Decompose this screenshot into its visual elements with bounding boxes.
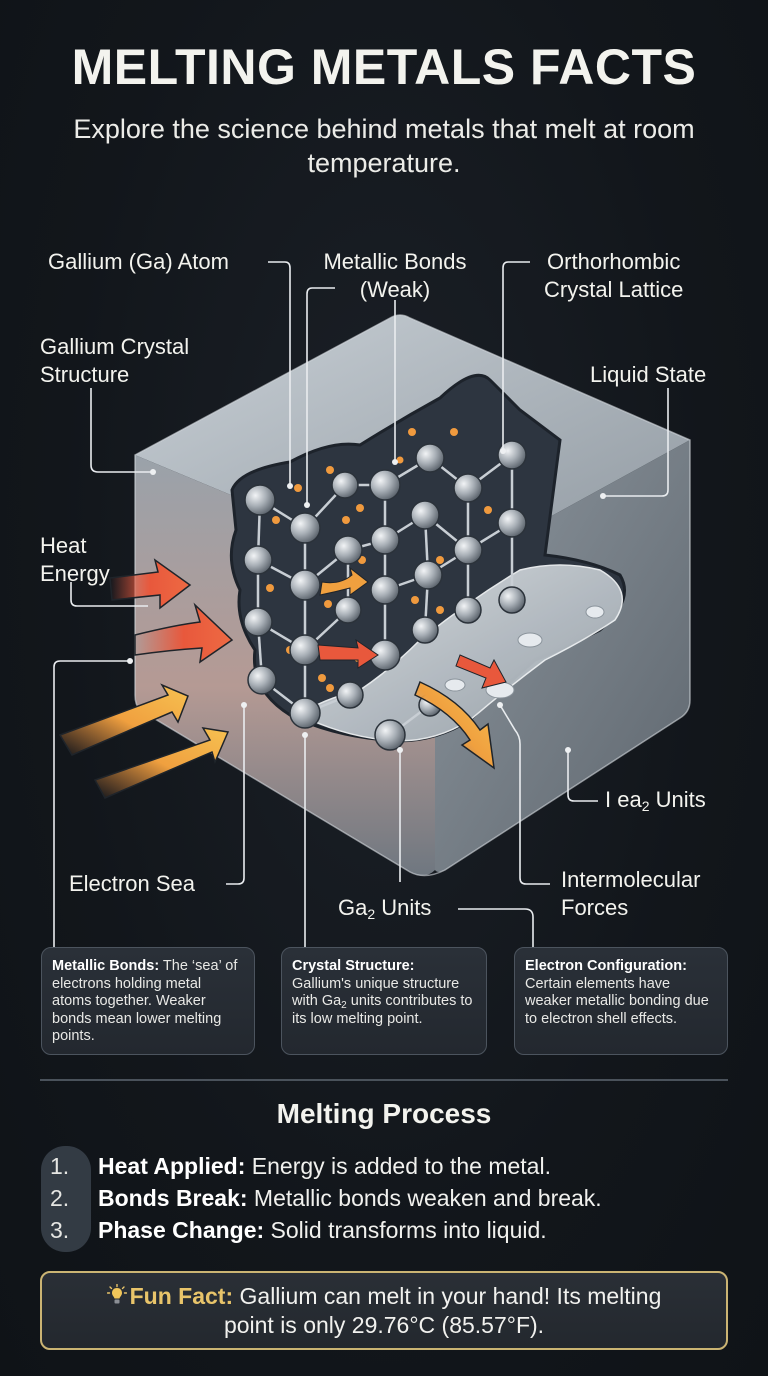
step-label: Phase Change: [98, 1217, 265, 1243]
step-text: Metallic bonds weaken and break. [247, 1185, 602, 1211]
step-number: 2. [50, 1185, 70, 1211]
label-ga2-right-prefix: I ea [605, 787, 642, 812]
label-ga2-center-sub: 2 [367, 906, 376, 922]
info-card-electron-configuration: Electron Configuration: Certain elements… [514, 947, 728, 1055]
label-ga2-center-suffix: Units [375, 895, 432, 920]
label-orthorhombic-line1: Orthorhombic [547, 249, 681, 274]
cube-illustration [53, 261, 691, 947]
card-text: units contributes to its low melting poi… [292, 993, 473, 1027]
info-card-crystal-structure: Crystal Structure: Gallium's unique stru… [281, 947, 487, 1055]
fun-fact-box: Fun Fact: Gallium can melt in your hand!… [40, 1271, 728, 1350]
info-card-metallic-bonds: Metallic Bonds: The ‘sea’ of electrons h… [41, 947, 255, 1055]
label-orthorhombic-lattice: Orthorhombic Crystal Lattice [544, 248, 683, 304]
fun-fact-line1: Fun Fact: Gallium can melt in your hand!… [42, 1282, 726, 1311]
label-ga2-center-prefix: Ga [338, 895, 368, 920]
card-heading: Metallic Bonds: [52, 958, 160, 974]
label-metallic-bonds-line1: Metallic Bonds [323, 249, 467, 274]
page-subtitle: Explore the science behind metals that m… [73, 114, 695, 178]
label-liquid-state: Liquid State [590, 362, 707, 387]
lightbulb-icon [106, 1284, 127, 1304]
label-ga2-units-center: Ga2 Units [338, 894, 431, 922]
card-text-subscript: 2 [341, 1000, 347, 1011]
leader-lines [53, 261, 669, 947]
label-electron-sea: Electron Sea [69, 871, 195, 896]
label-crystal-structure-line1: Gallium Crystal [40, 334, 190, 359]
card-text: The ‘sea’ of electrons holding metal ato… [52, 958, 238, 1044]
process-step-1: 1. Heat Applied: Energy is added to the m… [50, 1151, 551, 1181]
process-title: Melting Process [276, 1098, 492, 1129]
fun-fact-text-line1: Gallium can melt in your hand! Its melti… [233, 1283, 662, 1309]
process-step-3: 3. Phase Change: Solid transforms into li… [50, 1215, 547, 1245]
label-intermolecular-line1: Intermolecular [561, 867, 701, 892]
card-heading: Electron Configuration: [525, 958, 687, 974]
label-intermolecular-forces: Intermolecular Forces [561, 866, 700, 922]
label-heat-energy: Heat Energy [40, 532, 110, 588]
label-metallic-bonds-line2: (Weak) [359, 277, 431, 302]
leader-dots [127, 448, 606, 753]
step-text: Solid transforms into liquid. [264, 1217, 547, 1243]
steps-number-pill [41, 1146, 91, 1252]
label-ga2-right-sub: 2 [641, 798, 650, 814]
label-gallium-atom: Gallium (Ga) Atom [48, 249, 229, 274]
label-ga2-right-suffix: Units [649, 787, 706, 812]
step-number: 1. [50, 1153, 70, 1179]
label-heat-line1: Heat [40, 533, 87, 558]
label-heat-line2: Energy [40, 561, 110, 586]
card-heading: Crystal Structure: [292, 958, 415, 974]
step-label: Heat Applied: [98, 1153, 246, 1179]
liquid-droplets [444, 605, 605, 699]
gallium-cube-diagram: Gallium (Ga) Atom Metallic Bonds (Weak) … [0, 230, 768, 950]
label-ga2-units-right: I ea2 Units [605, 786, 706, 814]
step-text: Energy is added to the metal. [245, 1153, 551, 1179]
section-divider [40, 1079, 728, 1081]
step-number: 3. [50, 1217, 70, 1243]
card-text: Certain elements have weaker metallic bo… [525, 975, 709, 1027]
heat-arrows [58, 558, 507, 799]
page-title: MELTING METALS FACTS [71, 39, 697, 95]
label-intermolecular-line2: Forces [561, 895, 629, 920]
gallium-atoms [243, 440, 527, 751]
fun-fact-text-line2: point is only 29.76°C (85.57°F). [223, 1312, 545, 1338]
label-metallic-bonds: Metallic Bonds (Weak) [310, 248, 480, 304]
fun-fact-label: Fun Fact: [129, 1283, 234, 1309]
label-gallium-crystal-structure: Gallium Crystal Structure [40, 333, 189, 389]
step-label: Bonds Break: [98, 1185, 248, 1211]
label-orthorhombic-line2: Crystal Lattice [544, 277, 684, 302]
card-text: Gallium's unique structure with Ga [292, 975, 460, 1010]
label-crystal-structure-line2: Structure [40, 362, 130, 387]
process-step-2: 2. Bonds Break: Metallic bonds weaken and… [50, 1183, 602, 1213]
